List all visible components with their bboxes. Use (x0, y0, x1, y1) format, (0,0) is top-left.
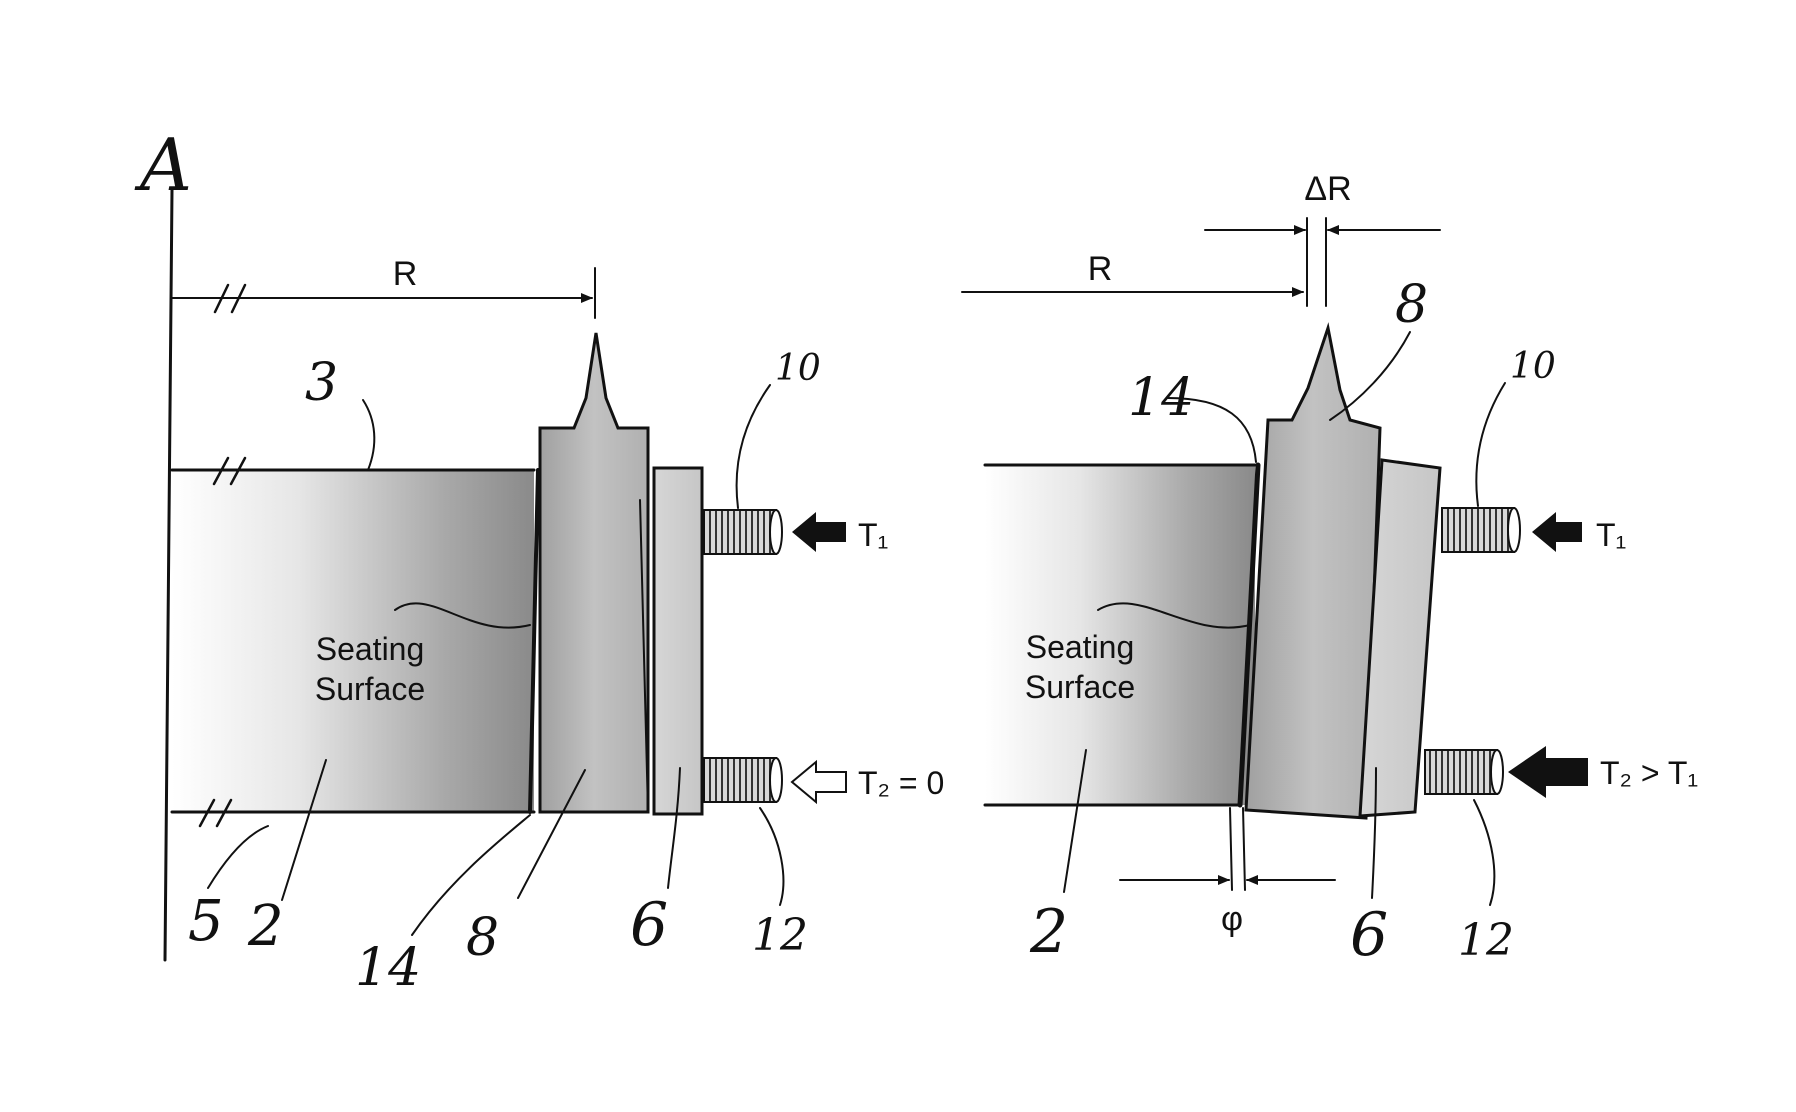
left-radius-dimension: R (172, 255, 595, 318)
left-bolt-12 (704, 758, 776, 802)
left-ring-6 (654, 468, 702, 814)
left-ref-3: 3 (305, 353, 338, 413)
axis-label: A (134, 123, 192, 207)
right-radius-label: R (1088, 250, 1113, 288)
left-ref-5: 5 (188, 889, 224, 954)
left-seating-line2: Surface (315, 671, 425, 707)
left-ref-10: 10 (775, 348, 821, 389)
delta-r-label: ΔR (1304, 170, 1351, 208)
left-ref-12: 12 (752, 910, 808, 961)
left-torque-upper-label: T₁ (858, 517, 888, 553)
right-bolt-12 (1425, 750, 1497, 794)
left-ref-6: 6 (630, 890, 668, 960)
left-bolt-10 (704, 510, 776, 554)
right-seating-line1: Seating (1026, 629, 1135, 665)
right-seating-line2: Surface (1025, 669, 1135, 705)
left-panel: R T₁ T₂ = 0 Seating Surface 3 10 (172, 255, 944, 998)
left-ref-2: 2 (247, 894, 284, 959)
right-ref-8: 8 (1395, 275, 1428, 335)
right-torque-arrow-t1 (1532, 512, 1582, 552)
left-torque-arrow-t2 (792, 762, 846, 802)
phi-label: φ (1221, 900, 1243, 938)
left-ref-14: 14 (355, 938, 421, 998)
right-torque-lower-label: T₂ > T₁ (1600, 755, 1698, 791)
left-gasket-8 (540, 333, 648, 812)
right-torque-upper-label: T₁ (1596, 517, 1626, 553)
right-ref-2: 2 (1029, 897, 1068, 967)
right-bolt-10 (1442, 508, 1514, 552)
left-torque-lower-label: T₂ = 0 (858, 765, 944, 801)
right-gasket-8 (1246, 328, 1380, 818)
left-radius-label: R (393, 255, 418, 293)
left-torque-arrow-t1 (792, 512, 846, 552)
right-panel: R ΔR T₁ T₂ > T₁ Seating (962, 170, 1698, 970)
right-radius-dimension: R (962, 250, 1303, 292)
phi-dimension: φ (1120, 808, 1335, 938)
right-ref-12: 12 (1458, 915, 1514, 966)
right-ref-6: 6 (1350, 900, 1388, 970)
right-ref-10: 10 (1510, 346, 1556, 387)
right-torque-arrow-t2 (1508, 746, 1588, 798)
left-seating-line1: Seating (316, 631, 425, 667)
left-ref-8: 8 (466, 908, 499, 968)
